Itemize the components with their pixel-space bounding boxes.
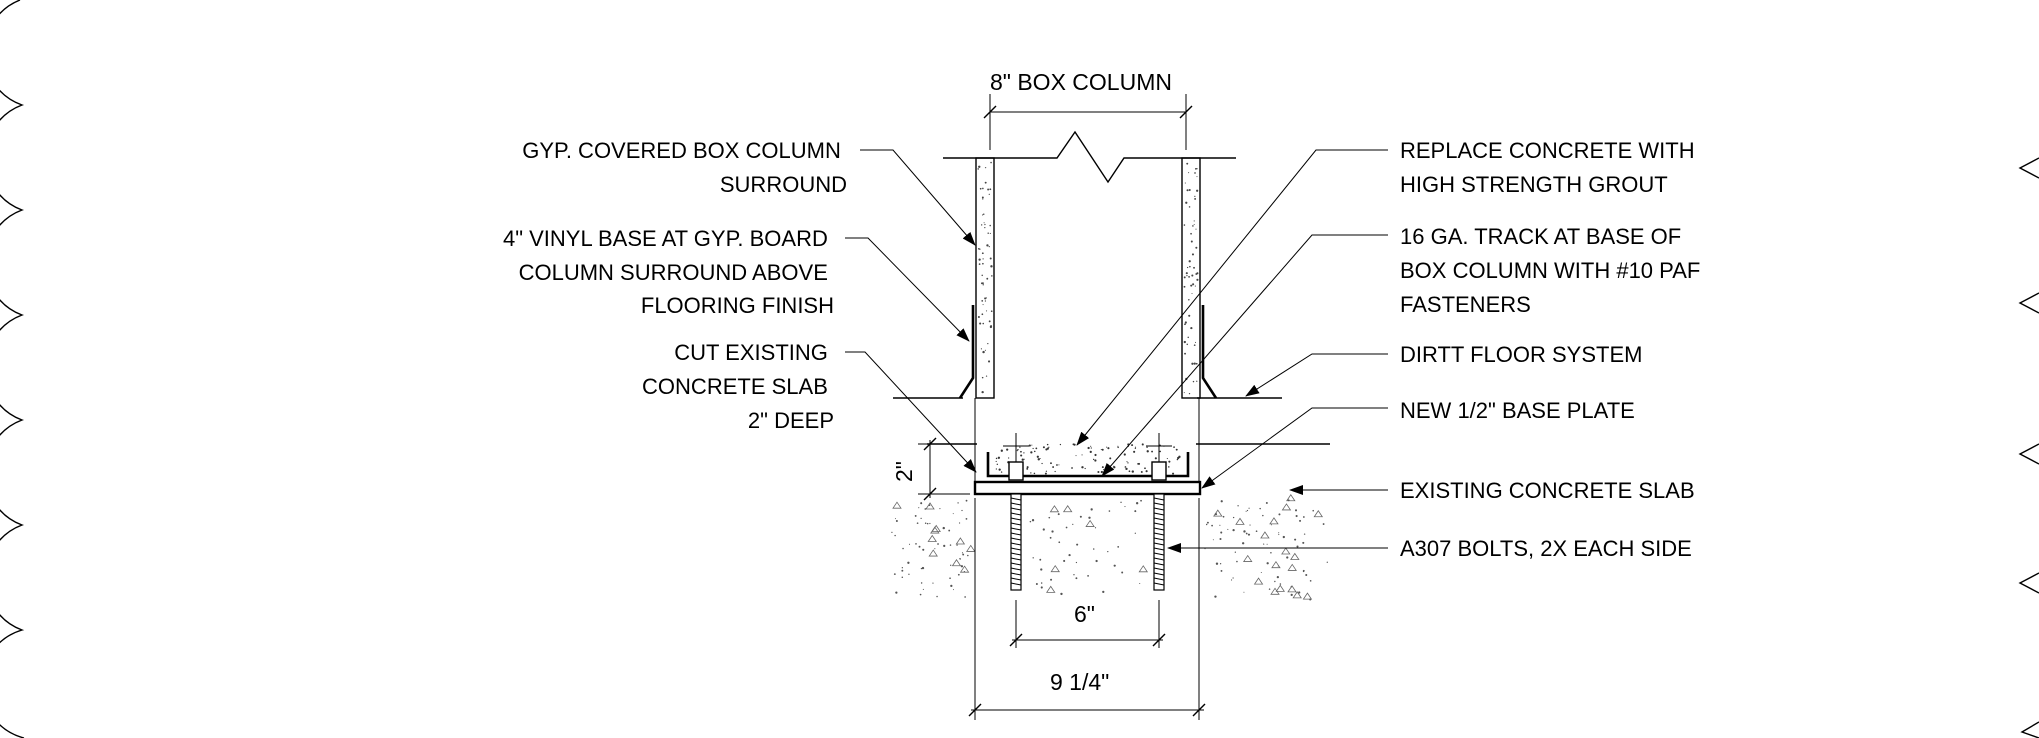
label-new-base-plate: NEW 1/2" BASE PLATE	[1400, 398, 1635, 423]
track-16ga	[986, 452, 1190, 478]
existing-concrete-slab-hatch	[891, 494, 1328, 601]
leader-vinyl-base	[845, 237, 970, 342]
label-cut-existing-slab: CUT EXISTING CONCRETE SLAB 2" DEEP	[642, 340, 834, 433]
label-dirtt-floor-system: DIRTT FLOOR SYSTEM	[1400, 342, 1642, 367]
leader-dirtt-floor-system	[1245, 353, 1388, 397]
label-existing-concrete-slab: EXISTING CONCRETE SLAB	[1400, 478, 1695, 503]
vinyl-base-right	[1201, 305, 1218, 399]
leader-cut-existing-slab	[845, 351, 977, 473]
dimension-slab-depth-label: 2"	[891, 461, 917, 482]
column-break-line	[943, 130, 1236, 184]
anchor-bolt-left	[1008, 461, 1024, 591]
box-column-wall-left	[975, 157, 995, 399]
label-vinyl-base: 4" VINYL BASE AT GYP. BOARD COLUMN SURRO…	[503, 226, 834, 318]
leader-new-base-plate	[1201, 407, 1388, 489]
leader-gyp-covered-column	[860, 149, 976, 246]
dimension-slab-depth	[918, 437, 970, 501]
label-a307-bolts: A307 BOLTS, 2X EACH SIDE	[1400, 536, 1692, 561]
label-16ga-track: 16 GA. TRACK AT BASE OF BOX COLUMN WITH …	[1400, 224, 1706, 317]
label-gyp-covered-column: GYP. COVERED BOX COLUMN SURROUND	[522, 138, 847, 197]
dimension-box-column	[983, 94, 1193, 150]
label-high-strength-grout: REPLACE CONCRETE WITH HIGH STRENGTH GROU…	[1400, 138, 1701, 197]
leader-16ga-track	[1101, 234, 1388, 477]
leader-high-strength-grout	[1076, 149, 1388, 446]
revision-cloud-right	[2018, 157, 2039, 738]
gyp-board-stipple	[977, 161, 1199, 395]
vinyl-base-left	[958, 305, 975, 399]
revision-cloud-left	[0, 0, 25, 738]
dimension-bolt-spacing	[1009, 600, 1166, 648]
anchor-bolt-right	[1151, 461, 1167, 591]
dimension-plate-width-label: 9 1/4"	[1050, 669, 1109, 695]
dimension-plate-width	[968, 703, 1206, 717]
dimension-box-column-label: 8" BOX COLUMN	[990, 69, 1172, 95]
base-plate	[973, 480, 1202, 496]
dimension-bolt-spacing-label: 6"	[1074, 601, 1095, 627]
